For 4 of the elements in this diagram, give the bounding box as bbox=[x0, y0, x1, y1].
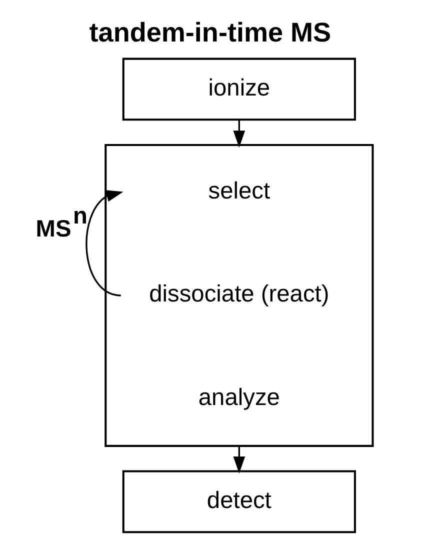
node-text: analyze bbox=[198, 384, 280, 411]
diagram-title: tandem-in-time MS bbox=[88, 18, 331, 48]
node-text: select bbox=[208, 178, 270, 205]
node-text: dissociate (react) bbox=[148, 282, 329, 308]
